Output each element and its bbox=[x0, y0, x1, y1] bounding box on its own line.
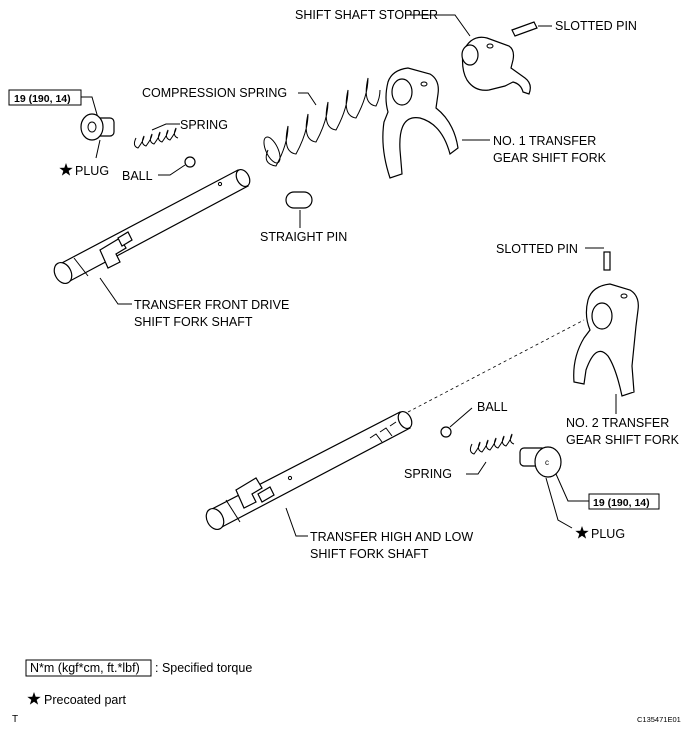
legend-torque-text: : Specified torque bbox=[155, 661, 252, 675]
leader-compression-spring bbox=[298, 92, 317, 106]
spring-bottom bbox=[469, 433, 515, 455]
leader-front-shaft bbox=[99, 277, 132, 305]
label-spring-bottom: SPRING bbox=[404, 467, 452, 481]
label-ball-bottom: BALL bbox=[477, 400, 508, 414]
label-compression-spring: COMPRESSION SPRING bbox=[142, 86, 287, 100]
label-no1-fork-line1: NO. 1 TRANSFER bbox=[493, 134, 596, 148]
slotted-pin-top bbox=[511, 21, 538, 37]
label-shift-shaft-stopper: SHIFT SHAFT STOPPER bbox=[295, 8, 438, 22]
label-ball-top: BALL bbox=[122, 169, 153, 183]
label-front-shaft-line2: SHIFT FORK SHAFT bbox=[134, 315, 253, 329]
corner-mark: T bbox=[12, 714, 18, 725]
label-front-shaft-line1: TRANSFER FRONT DRIVE bbox=[134, 298, 289, 312]
label-no1-fork-line2: GEAR SHIFT FORK bbox=[493, 151, 607, 165]
spring-top bbox=[133, 127, 179, 149]
label-plug-right: PLUG bbox=[591, 527, 625, 541]
leader-plug-right bbox=[545, 477, 573, 529]
leader-spring-bottom bbox=[466, 461, 487, 475]
label-torque-right: 19 (190, 14) bbox=[593, 497, 650, 509]
label-straight-pin: STRAIGHT PIN bbox=[260, 230, 347, 244]
leader-torque-left bbox=[81, 96, 99, 119]
compression-spring bbox=[263, 77, 381, 167]
shift-shaft-stopper bbox=[461, 36, 531, 95]
label-plug-left: PLUG bbox=[75, 164, 109, 178]
label-torque-left: 19 (190, 14) bbox=[14, 93, 71, 105]
leader-plug-left bbox=[95, 139, 101, 159]
straight-pin bbox=[285, 191, 313, 209]
label-slotted-pin-top: SLOTTED PIN bbox=[555, 19, 637, 33]
leader-ball-bottom bbox=[449, 407, 473, 428]
leader-ball-top bbox=[158, 164, 186, 176]
leader-high-low-shaft bbox=[285, 507, 308, 537]
label-slotted-pin-mid: SLOTTED PIN bbox=[496, 242, 578, 256]
legend-precoated-text: Precoated part bbox=[44, 693, 127, 707]
label-high-low-line2: SHIFT FORK SHAFT bbox=[310, 547, 429, 561]
figure-code: C135471E01 bbox=[637, 715, 681, 724]
slotted-pin-mid bbox=[603, 251, 611, 271]
ball-bottom bbox=[440, 426, 452, 438]
leader-torque-right bbox=[555, 473, 589, 502]
legend-star-icon bbox=[27, 692, 41, 705]
label-no2-fork-line1: NO. 2 TRANSFER bbox=[566, 416, 669, 430]
ball-top bbox=[184, 156, 196, 168]
high-low-shift-fork-shaft bbox=[205, 410, 413, 531]
no1-transfer-gear-shift-fork bbox=[382, 67, 459, 179]
alignment-dashed-line bbox=[407, 319, 585, 413]
precoated-star-icon-left bbox=[59, 163, 73, 176]
label-high-low-line1: TRANSFER HIGH AND LOW bbox=[310, 530, 473, 544]
no2-transfer-gear-shift-fork bbox=[573, 283, 639, 397]
legend-torque-unit: N*m (kgf*cm, ft.*lbf) bbox=[30, 661, 140, 675]
svg-text:c: c bbox=[545, 458, 549, 467]
leader-stopper bbox=[410, 14, 471, 37]
label-spring-top: SPRING bbox=[180, 118, 228, 132]
label-no2-fork-line2: GEAR SHIFT FORK bbox=[566, 433, 680, 447]
legend-torque-box bbox=[25, 659, 152, 677]
precoated-star-icon-right bbox=[575, 526, 589, 539]
plug-right: c bbox=[519, 446, 562, 478]
leader-spring-top bbox=[151, 123, 180, 131]
front-drive-shift-fork-shaft bbox=[53, 168, 251, 285]
plug-left bbox=[80, 113, 115, 141]
